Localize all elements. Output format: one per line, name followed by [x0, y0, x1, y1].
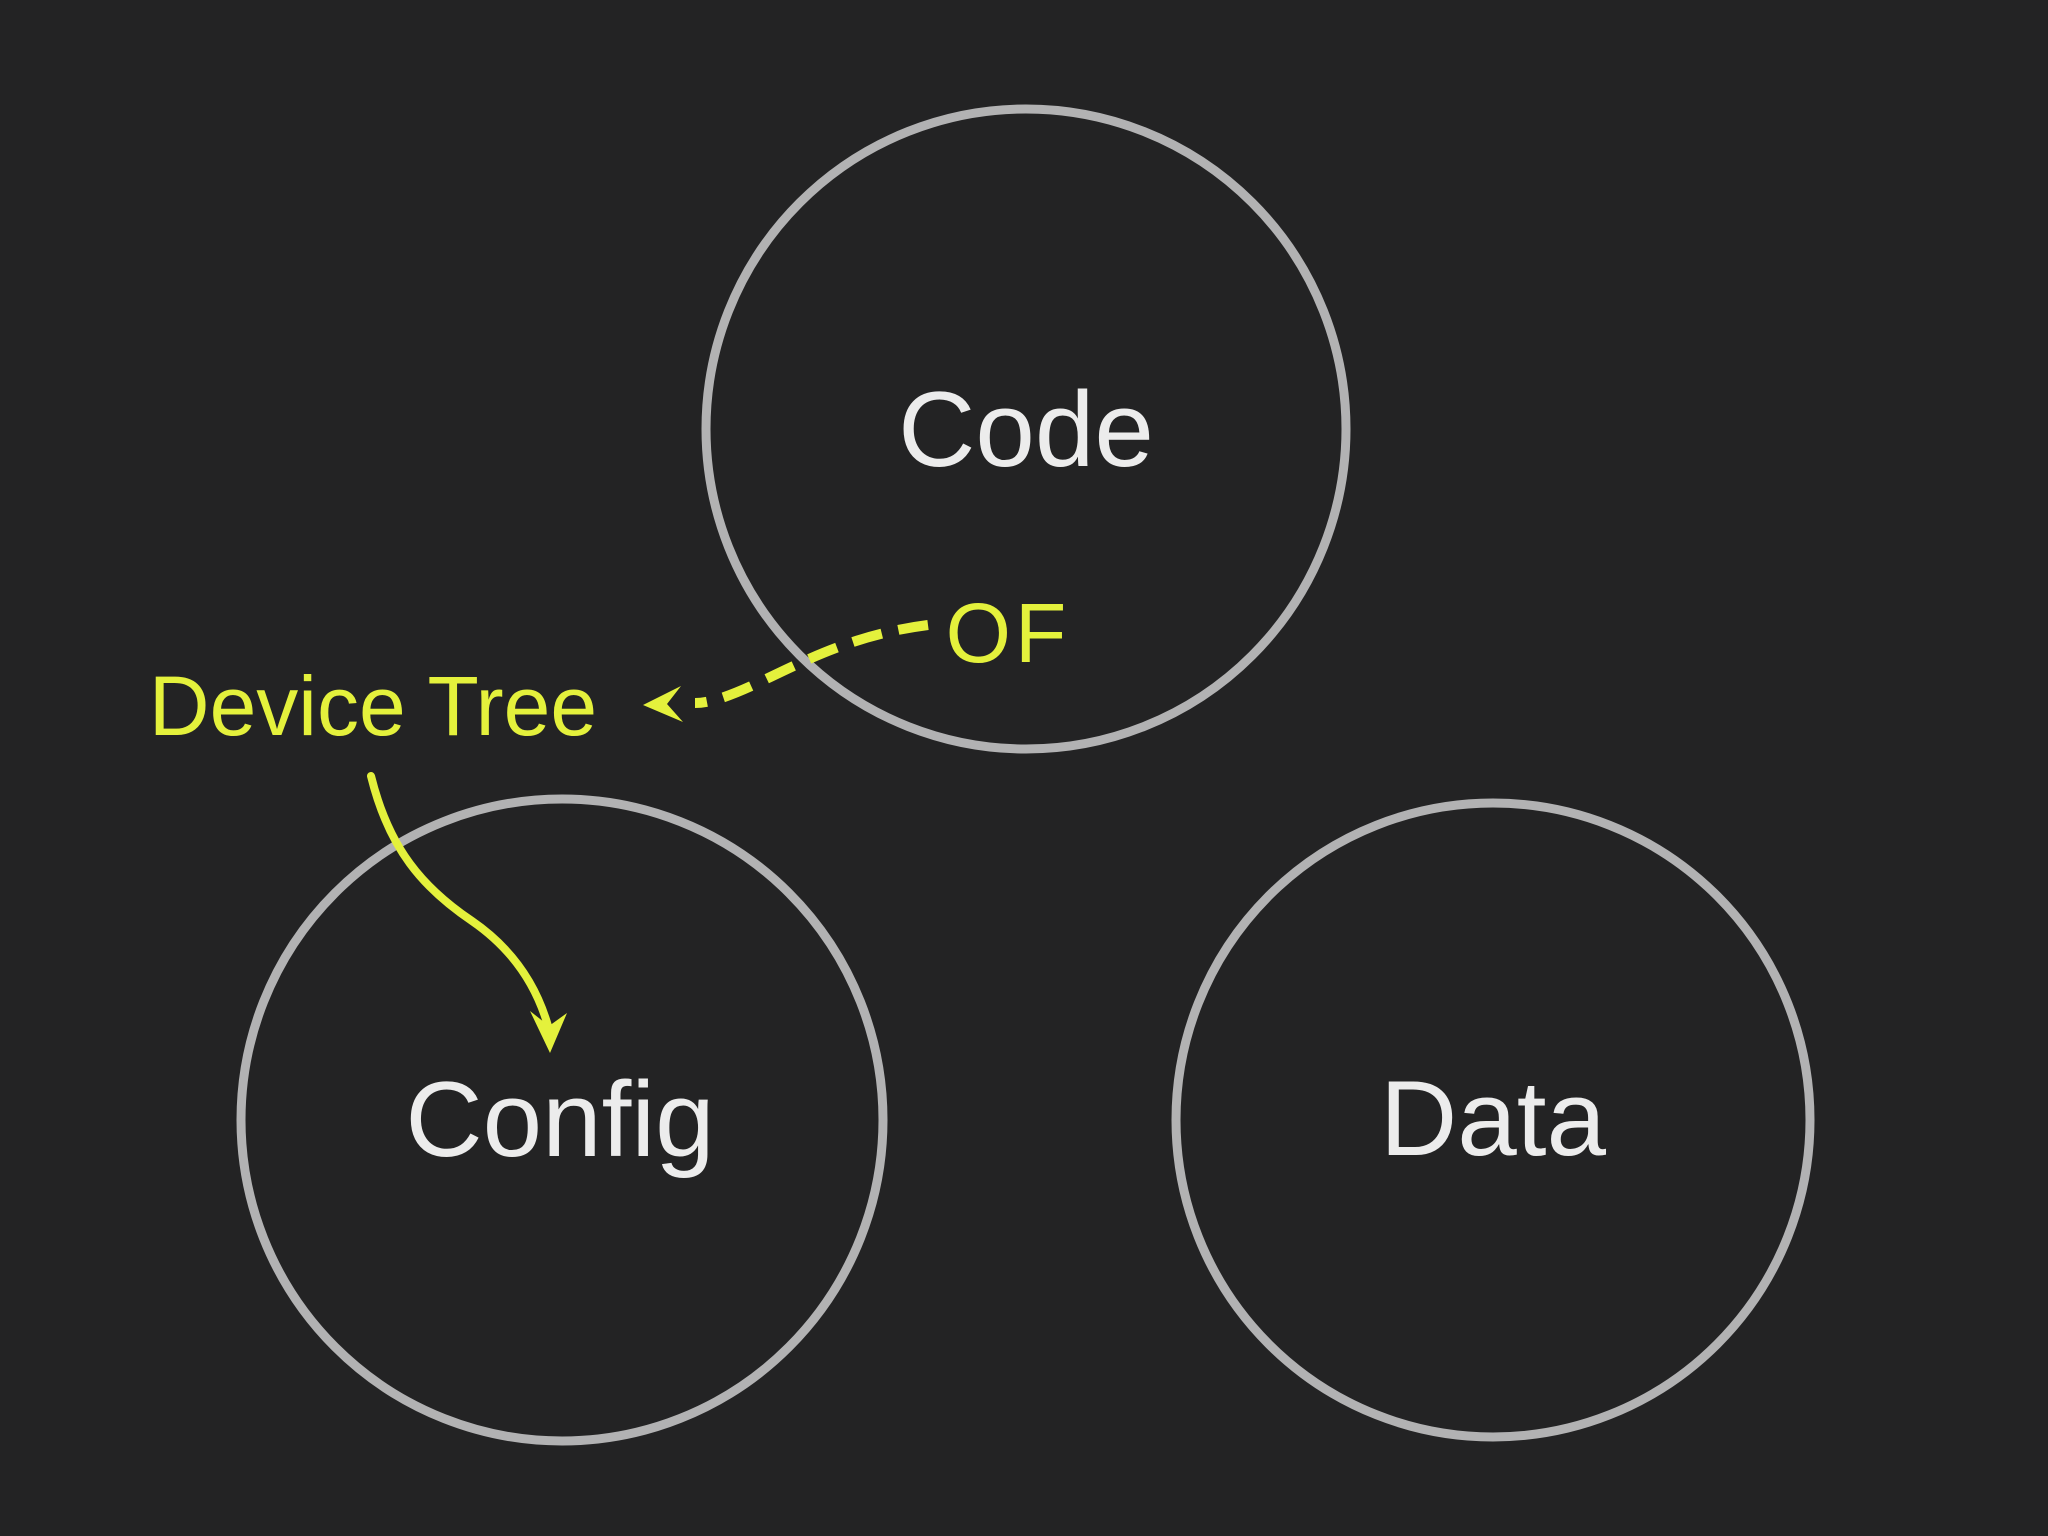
code-circle: [701, 104, 1351, 754]
config-label: Config: [405, 1059, 714, 1179]
solid-arrow: [367, 772, 552, 1030]
device-tree-label: Device Tree: [149, 659, 597, 753]
config-circle: [236, 794, 888, 1446]
code-label: Code: [898, 369, 1154, 489]
of-label: OF: [946, 586, 1071, 680]
data-label: Data: [1380, 1058, 1607, 1178]
solid-arrow-head-icon: [530, 1011, 567, 1053]
dashed-arrow: [694, 620, 929, 708]
data-circle: [1171, 798, 1815, 1442]
dashed-arrow-head-icon: [643, 686, 683, 722]
